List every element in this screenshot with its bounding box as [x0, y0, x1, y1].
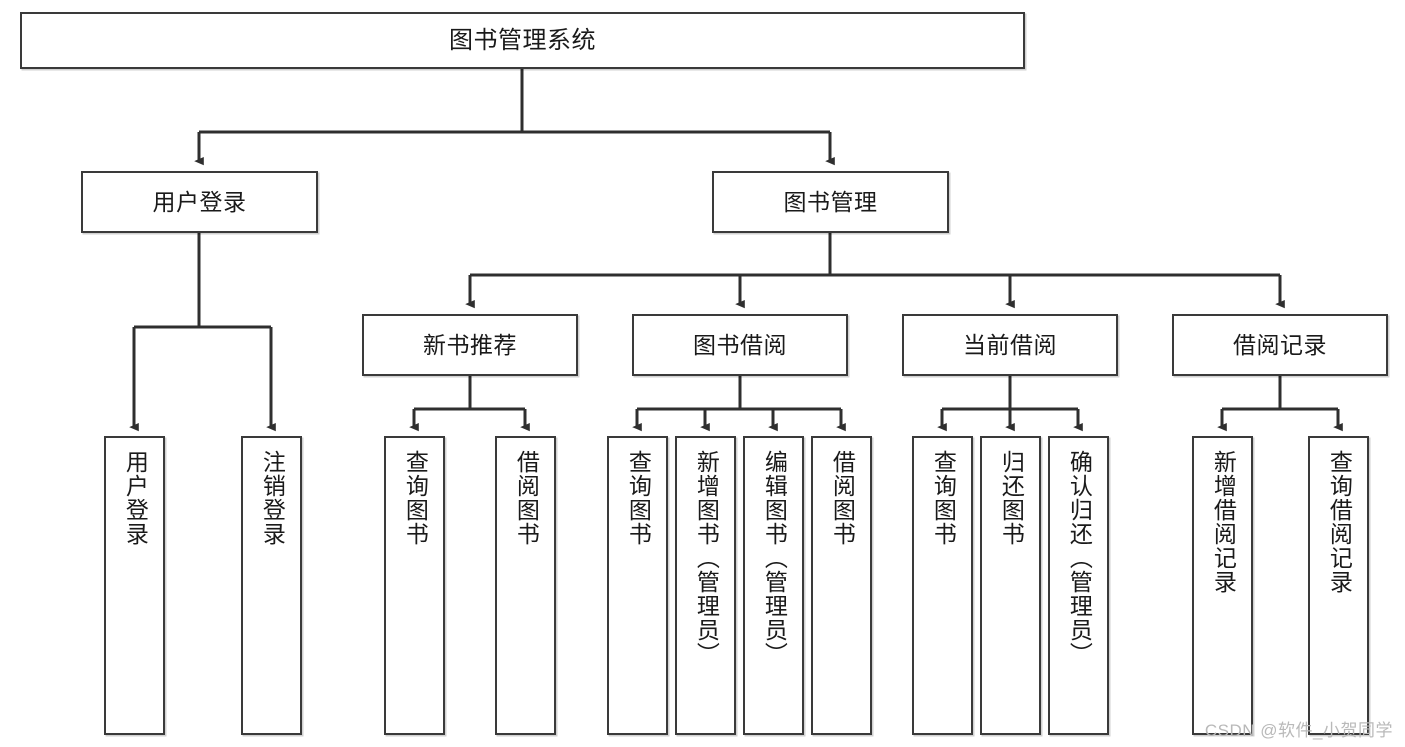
leaf-query-book-recommend[interactable]: 查询图书: [384, 436, 445, 735]
leaf-add-borrow-record[interactable]: 新增借阅记录: [1192, 436, 1253, 735]
node-label: 借阅图书: [513, 450, 540, 546]
node-current-borrow[interactable]: 当前借阅: [902, 314, 1118, 376]
node-label: 确认归还（管理员）: [1066, 450, 1093, 666]
node-label: 查询借阅记录: [1326, 450, 1353, 594]
node-borrow-records[interactable]: 借阅记录: [1172, 314, 1388, 376]
node-label: 查询图书: [930, 450, 957, 546]
node-label: 用户登录: [152, 188, 247, 215]
leaf-user-login[interactable]: 用户登录: [104, 436, 165, 735]
node-label: 编辑图书（管理员）: [761, 450, 788, 666]
node-root-system[interactable]: 图书管理系统: [20, 12, 1025, 69]
node-label: 注销登录: [259, 450, 286, 546]
node-book-management[interactable]: 图书管理: [712, 171, 949, 233]
node-user-login[interactable]: 用户登录: [81, 171, 318, 233]
leaf-confirm-return-admin[interactable]: 确认归还（管理员）: [1048, 436, 1109, 735]
node-new-book-recommend[interactable]: 新书推荐: [362, 314, 578, 376]
node-label: 图书管理: [783, 188, 878, 215]
node-label: 查询图书: [625, 450, 652, 546]
node-label: 归还图书: [998, 450, 1025, 546]
node-label: 借阅图书: [829, 450, 856, 546]
leaf-borrow-book-recommend[interactable]: 借阅图书: [495, 436, 556, 735]
node-label: 新增借阅记录: [1210, 450, 1237, 594]
csdn-watermark: CSDN @软件_小贺同学: [1204, 721, 1393, 740]
node-label: 图书管理系统: [449, 26, 596, 54]
leaf-query-book-borrow[interactable]: 查询图书: [607, 436, 668, 735]
leaf-query-borrow-record[interactable]: 查询借阅记录: [1308, 436, 1369, 735]
leaf-query-book-current[interactable]: 查询图书: [912, 436, 973, 735]
node-label: 查询图书: [402, 450, 429, 546]
leaf-add-book-admin[interactable]: 新增图书（管理员）: [675, 436, 736, 735]
node-label: 新书推荐: [423, 331, 517, 358]
node-label: 新增图书（管理员）: [693, 450, 720, 666]
node-book-borrow[interactable]: 图书借阅: [632, 314, 848, 376]
node-label: 图书借阅: [693, 331, 787, 358]
node-label: 借阅记录: [1233, 331, 1327, 358]
node-label: 用户登录: [122, 450, 149, 546]
node-label: 当前借阅: [963, 331, 1057, 358]
leaf-logout[interactable]: 注销登录: [241, 436, 302, 735]
leaf-borrow-book[interactable]: 借阅图书: [811, 436, 872, 735]
leaf-edit-book-admin[interactable]: 编辑图书（管理员）: [743, 436, 804, 735]
leaf-return-book[interactable]: 归还图书: [980, 436, 1041, 735]
